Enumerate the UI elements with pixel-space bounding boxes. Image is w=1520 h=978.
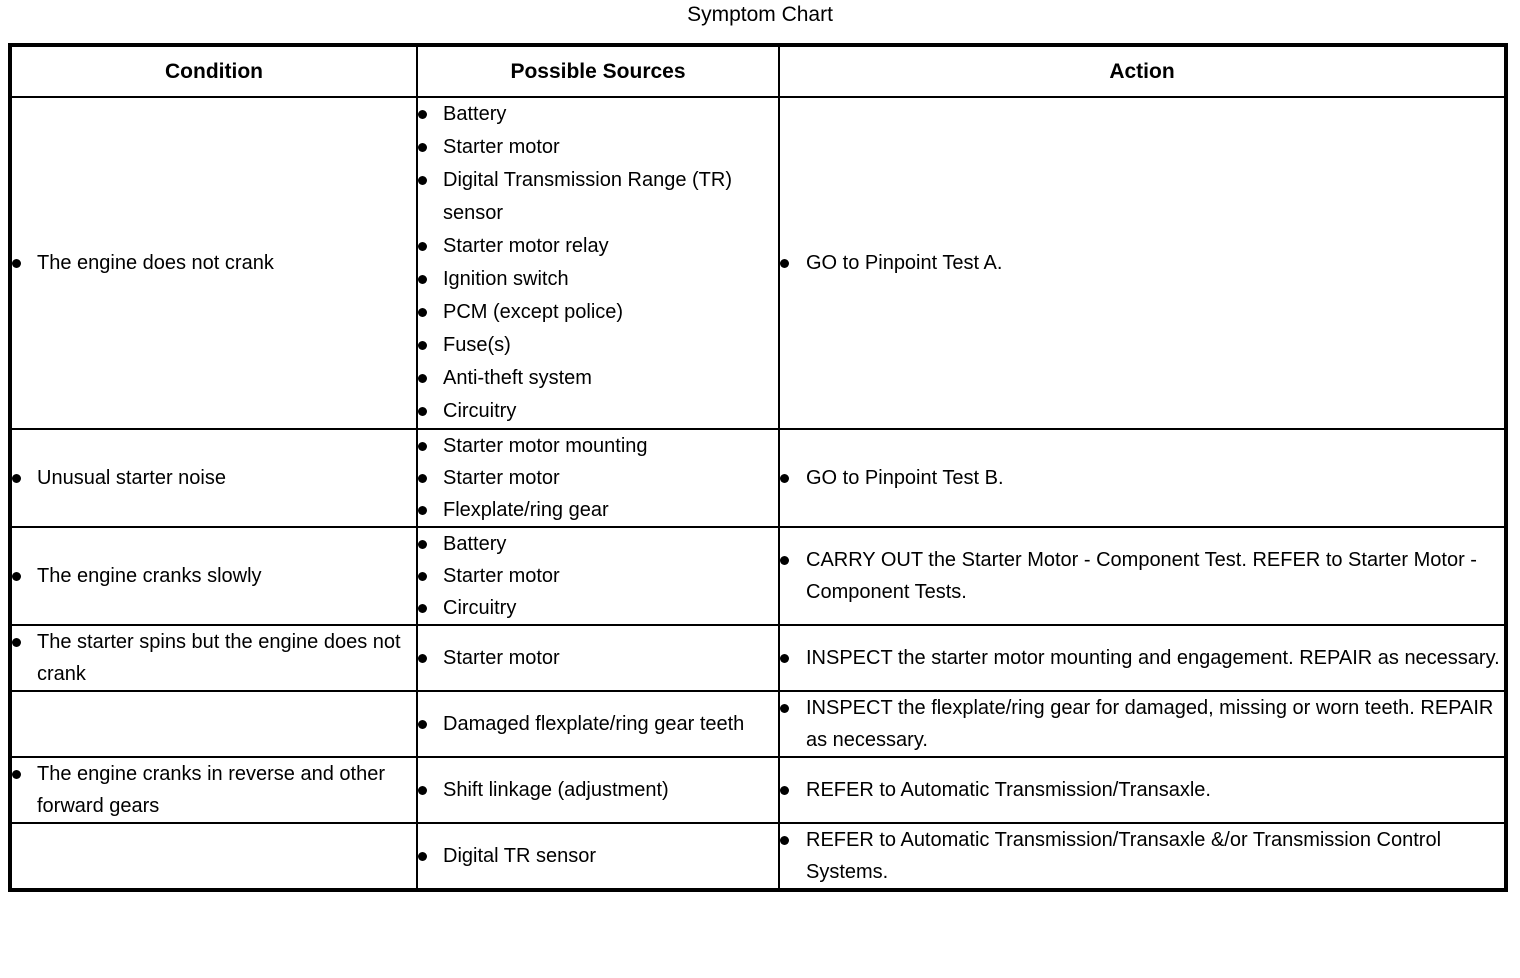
bullet-item: Fuse(s)	[418, 329, 778, 362]
bullet-list: INSPECT the flexplate/ring gear for dama…	[780, 692, 1504, 756]
symptom-table-container: Condition Possible Sources Action The en…	[8, 43, 1508, 892]
bullet-item: Ignition switch	[418, 263, 778, 296]
bullet-list: Damaged flexplate/ring gear teeth	[418, 708, 778, 740]
bullet-list: Starter motor	[418, 642, 778, 674]
cell-condition: Unusual starter noise	[12, 429, 418, 528]
bullet-item: The engine does not crank	[12, 247, 416, 279]
bullet-item: Unusual starter noise	[12, 462, 416, 494]
bullet-item: The engine cranks slowly	[12, 560, 416, 592]
bullet-item: Battery	[418, 528, 778, 560]
bullet-list: GO to Pinpoint Test B.	[780, 462, 1504, 494]
bullet-item: GO to Pinpoint Test B.	[780, 462, 1504, 494]
bullet-list: REFER to Automatic Transmission/Transaxl…	[780, 824, 1504, 888]
bullet-item: Battery	[418, 98, 778, 131]
symptom-table: Condition Possible Sources Action The en…	[12, 47, 1504, 888]
cell-condition	[12, 691, 418, 758]
bullet-item: Starter motor	[418, 642, 778, 674]
table-header: Condition Possible Sources Action	[12, 47, 1504, 98]
bullet-item: The starter spins but the engine does no…	[12, 626, 416, 690]
bullet-item: Digital Transmission Range (TR) sensor	[418, 164, 778, 230]
bullet-item: Starter motor relay	[418, 230, 778, 263]
bullet-item: Starter motor	[418, 462, 778, 494]
bullet-item: PCM (except police)	[418, 296, 778, 329]
column-header-condition: Condition	[12, 47, 418, 98]
cell-possible-sources: Shift linkage (adjustment)	[417, 757, 780, 824]
bullet-list: The starter spins but the engine does no…	[12, 626, 416, 690]
bullet-item: Starter motor mounting	[418, 430, 778, 462]
bullet-list: GO to Pinpoint Test A.	[780, 247, 1504, 279]
cell-action: INSPECT the flexplate/ring gear for dama…	[779, 691, 1504, 758]
cell-possible-sources: Digital TR sensor	[417, 823, 780, 888]
bullet-list: CARRY OUT the Starter Motor - Component …	[780, 544, 1504, 608]
bullet-list: Shift linkage (adjustment)	[418, 774, 778, 806]
bullet-item: Starter motor	[418, 560, 778, 592]
cell-condition	[12, 823, 418, 888]
cell-action: GO to Pinpoint Test A.	[779, 97, 1504, 430]
bullet-item: Flexplate/ring gear	[418, 494, 778, 526]
cell-action: CARRY OUT the Starter Motor - Component …	[779, 527, 1504, 626]
bullet-list: Unusual starter noise	[12, 462, 416, 494]
table-row: The starter spins but the engine does no…	[12, 625, 1504, 692]
bullet-item: Digital TR sensor	[418, 840, 778, 872]
bullet-list: INSPECT the starter motor mounting and e…	[780, 642, 1504, 674]
bullet-item: Circuitry	[418, 592, 778, 624]
bullet-list: Digital TR sensor	[418, 840, 778, 872]
bullet-item: Shift linkage (adjustment)	[418, 774, 778, 806]
header-row: Condition Possible Sources Action	[12, 47, 1504, 98]
bullet-item: INSPECT the flexplate/ring gear for dama…	[780, 692, 1504, 756]
cell-condition: The starter spins but the engine does no…	[12, 625, 418, 692]
bullet-item: Anti-theft system	[418, 362, 778, 395]
bullet-item: REFER to Automatic Transmission/Transaxl…	[780, 824, 1504, 888]
bullet-item: Damaged flexplate/ring gear teeth	[418, 708, 778, 740]
column-header-possible-sources: Possible Sources	[417, 47, 780, 98]
page-title: Symptom Chart	[687, 3, 833, 26]
bullet-item: INSPECT the starter motor mounting and e…	[780, 642, 1504, 674]
bullet-item: GO to Pinpoint Test A.	[780, 247, 1504, 279]
bullet-list: REFER to Automatic Transmission/Transaxl…	[780, 774, 1504, 806]
cell-possible-sources: Starter motor	[417, 625, 780, 692]
table-row: The engine cranks in reverse and other f…	[12, 757, 1504, 824]
cell-action: GO to Pinpoint Test B.	[779, 429, 1504, 528]
cell-possible-sources: Damaged flexplate/ring gear teeth	[417, 691, 780, 758]
column-header-action: Action	[779, 47, 1504, 98]
bullet-item: Circuitry	[418, 395, 778, 428]
bullet-item: Starter motor	[418, 131, 778, 164]
bullet-item: CARRY OUT the Starter Motor - Component …	[780, 544, 1504, 608]
bullet-list: The engine does not crank	[12, 247, 416, 279]
cell-action: INSPECT the starter motor mounting and e…	[779, 625, 1504, 692]
bullet-item: REFER to Automatic Transmission/Transaxl…	[780, 774, 1504, 806]
cell-action: REFER to Automatic Transmission/Transaxl…	[779, 757, 1504, 824]
cell-action: REFER to Automatic Transmission/Transaxl…	[779, 823, 1504, 888]
cell-condition: The engine cranks in reverse and other f…	[12, 757, 418, 824]
cell-condition: The engine does not crank	[12, 97, 418, 430]
cell-condition: The engine cranks slowly	[12, 527, 418, 626]
bullet-item: The engine cranks in reverse and other f…	[12, 758, 416, 822]
bullet-list: The engine cranks slowly	[12, 560, 416, 592]
bullet-list: The engine cranks in reverse and other f…	[12, 758, 416, 822]
